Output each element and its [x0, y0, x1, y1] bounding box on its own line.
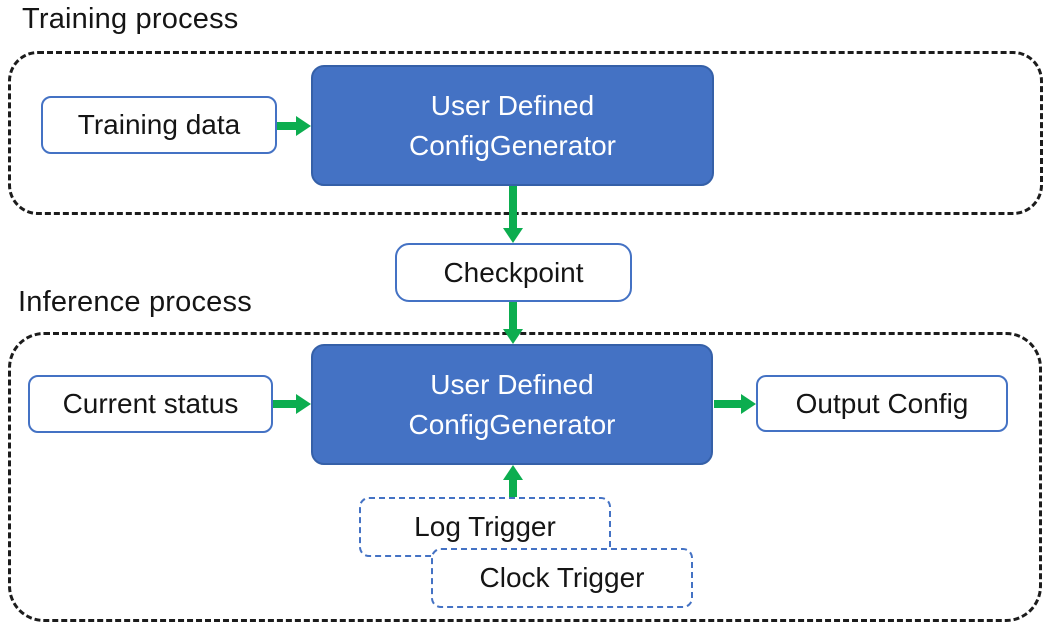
training-process-region — [8, 51, 1043, 215]
checkpoint-to-generator-arrow — [509, 302, 517, 329]
clock-trigger-label: Clock Trigger — [479, 562, 645, 593]
generator-to-checkpoint-arrow — [509, 186, 517, 228]
output-config-box: Output Config — [756, 375, 1008, 432]
inference-generator-label-line2: ConfigGenerator — [408, 408, 616, 440]
training-data-to-generator-arrow — [277, 122, 296, 130]
inference-config-generator-box: User Defined ConfigGenerator — [311, 344, 713, 465]
log-trigger-label: Log Trigger — [414, 511, 556, 542]
current-status-label: Current status — [62, 388, 239, 419]
generator-to-output-arrow — [714, 400, 741, 408]
current-status-to-generator-arrow — [273, 400, 296, 408]
log-trigger-box: Log Trigger — [359, 497, 611, 557]
inference-process-title: Inference process — [18, 286, 252, 318]
training-generator-label-line2: ConfigGenerator — [408, 129, 616, 161]
training-data-label: Training data — [77, 109, 241, 140]
inference-generator-label-line1: User Defined — [430, 368, 594, 400]
training-config-generator-box: User Defined ConfigGenerator — [311, 65, 714, 186]
inference-process-region — [8, 332, 1042, 622]
checkpoint-label: Checkpoint — [443, 256, 584, 288]
triggers-to-generator-arrow — [509, 480, 517, 497]
clock-trigger-box: Clock Trigger — [431, 548, 693, 608]
checkpoint-box: Checkpoint — [395, 243, 632, 302]
training-data-box: Training data — [41, 96, 277, 154]
training-generator-label-line1: User Defined — [430, 89, 595, 121]
output-config-label: Output Config — [795, 387, 969, 419]
training-process-title: Training process — [22, 3, 239, 35]
current-status-box: Current status — [28, 375, 273, 433]
